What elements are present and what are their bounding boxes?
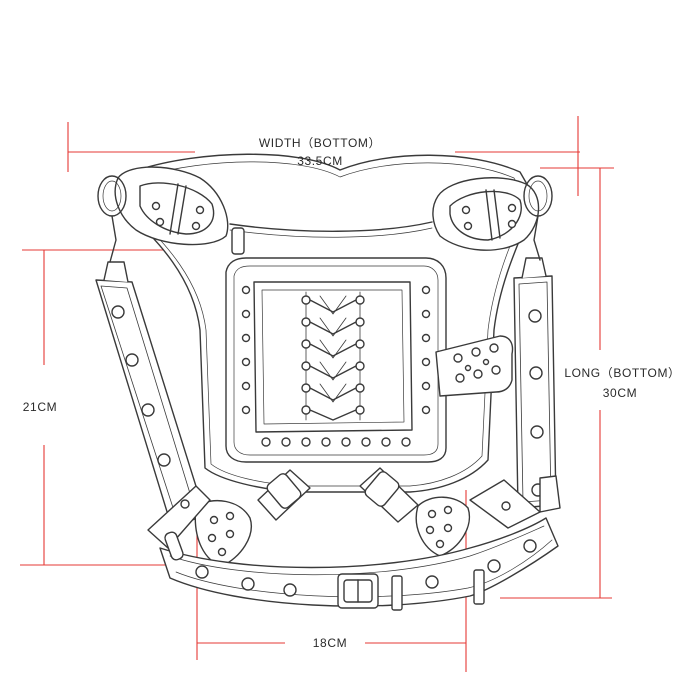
height-value: 21CM xyxy=(22,400,58,414)
left-hanging-strap xyxy=(95,261,206,529)
front-pocket xyxy=(225,257,447,463)
long-value: 30CM xyxy=(602,386,638,400)
bag-sketch xyxy=(95,153,561,611)
right-shoulder-plate xyxy=(432,177,540,251)
right-hanging-strap xyxy=(513,257,557,509)
pocket-flap xyxy=(253,281,413,433)
width-value: 33.5CM xyxy=(297,154,343,168)
pocket-grommets xyxy=(241,285,431,447)
bag-body-stitch xyxy=(127,161,529,487)
d-ring-right xyxy=(523,175,553,261)
d-ring-left xyxy=(97,175,127,263)
zipper-pull xyxy=(231,227,245,255)
buckle-left xyxy=(266,473,302,509)
bottom-strap-value: 18CM xyxy=(312,636,348,650)
leg-strap xyxy=(159,517,559,611)
ring-left xyxy=(164,531,184,561)
width-label: WIDTH（BOTTOM） xyxy=(258,136,382,150)
top-zipper xyxy=(229,221,433,232)
left-side-strap xyxy=(147,485,211,549)
buckle-right xyxy=(364,471,400,507)
left-leg-plate xyxy=(194,499,252,567)
lacing xyxy=(301,291,365,421)
lower-straps xyxy=(257,467,419,523)
right-leg-plate xyxy=(415,496,470,557)
left-shoulder-plate xyxy=(114,166,229,246)
long-label: LONG（BOTTOM） xyxy=(564,366,681,380)
side-tab xyxy=(435,335,514,397)
